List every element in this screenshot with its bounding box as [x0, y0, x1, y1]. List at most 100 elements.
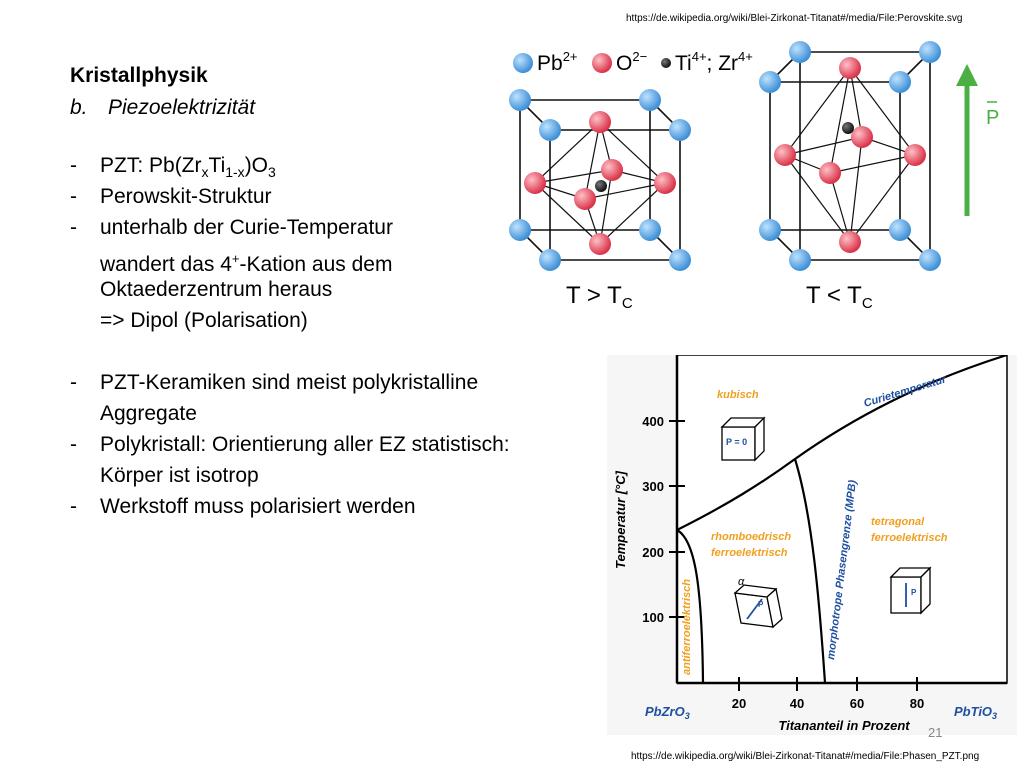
bullet-dash: -: [70, 433, 77, 456]
antiferro-label: antiferroelektrisch: [681, 579, 693, 675]
o-ion: [601, 159, 623, 181]
bullet-dash: -: [70, 185, 77, 208]
slide-title: Kristallphysik: [70, 64, 208, 87]
x-tick-label: 80: [910, 696, 924, 711]
pb-ion: [509, 89, 531, 111]
y-axis-label: Temperatur [°C]: [613, 470, 628, 569]
x-ticks: [738, 677, 918, 691]
tetra-label-1: tetragonal: [871, 516, 925, 528]
plot-area: [676, 355, 1008, 684]
o-ion: [839, 231, 861, 253]
o-ion: [589, 233, 611, 255]
polarization-arrow-icon: [956, 64, 978, 216]
x-tick-label: 60: [850, 696, 864, 711]
o-ion-legend-icon: [592, 53, 612, 73]
pb-ion: [539, 119, 561, 141]
antiferro-boundary: [676, 529, 705, 684]
cubic-label: kubisch: [717, 389, 759, 401]
bullet-curie-line1: unterhalb der Curie-Temperatur: [100, 216, 393, 239]
y-tick-label: 300: [642, 479, 664, 494]
slide-subtitle-number: b.: [70, 96, 88, 119]
tetra-p-label: P: [911, 588, 917, 597]
bullet-dash: -: [70, 154, 77, 177]
bullet-perowskit-text: Perowskit-Struktur: [100, 185, 272, 208]
pb-ion: [639, 89, 661, 111]
rhombo-polarization-arrow-icon: [746, 598, 763, 620]
y-ticks: [669, 420, 685, 618]
slide-subtitle: Piezoelektrizität: [108, 96, 256, 119]
source-url-top[interactable]: https://de.wikipedia.org/wiki/Blei-Zirko…: [626, 13, 963, 24]
perovskite-legend: Pb2+ O2− Ti4+; Zr4+: [513, 49, 753, 75]
o-ion: [839, 57, 861, 79]
y-tick-label: 400: [642, 414, 664, 429]
pb-ion: [759, 71, 781, 93]
o-ion: [819, 162, 841, 184]
x-tick-label: 20: [732, 696, 746, 711]
bullet-poly-line2: Körper ist isotrop: [100, 464, 259, 487]
perovskite-figure: Pb2+ O2− Ti4+; Zr4+ T > TC: [509, 41, 999, 312]
pb-ion: [919, 249, 941, 271]
ti-ion: [842, 122, 854, 134]
page-number: 21: [928, 725, 943, 740]
curie-temperature-line: [676, 355, 1008, 531]
ti-ion: [595, 180, 607, 192]
x-tick-label: 40: [790, 696, 804, 711]
alpha-label: α: [738, 576, 745, 588]
o-ion: [574, 188, 596, 210]
bullet-keramik-line1: PZT-Keramiken sind meist polykristalline: [100, 371, 479, 394]
pb-ion: [889, 219, 911, 241]
y-tick-label: 100: [642, 610, 664, 625]
o-ion: [589, 111, 611, 133]
bullet-werkstoff-text: Werkstoff muss polarisiert werden: [100, 495, 416, 518]
polarization-vector-label: P: [986, 107, 999, 129]
source-url-bottom[interactable]: https://de.wikipedia.org/wiki/Blei-Zirko…: [631, 751, 980, 762]
cubic-cell-icon: [720, 416, 766, 462]
legend-o: O2−: [616, 49, 647, 75]
legend-ti-zr: Ti4+; Zr4+: [675, 49, 753, 75]
pb-ion: [789, 249, 811, 271]
label-above-tc: T > TC: [566, 282, 633, 312]
pzt-formula: PZT: Pb(ZrxTi1-x)O3: [100, 154, 276, 181]
legend-pb: Pb2+: [537, 49, 578, 75]
bullet-keramik-line2: Aggregate: [100, 402, 197, 425]
end-member-pbtio3: PbTiO3: [954, 704, 997, 721]
bullet-curie-line4: => Dipol (Polarisation): [100, 309, 308, 332]
pb-ion: [539, 249, 561, 271]
bullet-dash: -: [70, 371, 77, 394]
bullet-list: - PZT: Pb(ZrxTi1-x)O3 - Perowskit-Strukt…: [70, 150, 590, 530]
o-ion: [851, 126, 873, 148]
bullet-poly-line1: Polykristall: Orientierung aller EZ stat…: [100, 433, 510, 456]
bullet-curie-line3: Oktaederzentrum heraus: [100, 278, 333, 301]
end-member-pbzro3: PbZrO3: [645, 704, 690, 721]
o-ion: [654, 172, 676, 194]
rhombo-label-1: rhomboedrisch: [711, 531, 791, 543]
rhombohedral-cell-icon: [733, 584, 783, 629]
pb-ion: [759, 219, 781, 241]
pb-ion: [919, 41, 941, 63]
pb-ion: [889, 71, 911, 93]
pb-ion: [669, 119, 691, 141]
bullet-dash: -: [70, 216, 77, 239]
tetragonal-cell-ions: [759, 41, 941, 271]
bullet-curie-line2: wandert das 4+-Kation aus dem: [100, 251, 393, 276]
o-ion: [524, 172, 546, 194]
o-ion: [904, 144, 926, 166]
p-zero-label: P = 0: [726, 437, 747, 447]
y-tick-label: 200: [642, 545, 664, 560]
rhombo-p-label: P: [758, 600, 764, 609]
label-below-tc: T < TC: [806, 282, 873, 312]
tetra-label-2: ferroelektrisch: [871, 532, 948, 544]
mpb-line: [793, 458, 827, 684]
pb-ion: [669, 249, 691, 271]
pb-ion: [789, 41, 811, 63]
cubic-cell-ions: [509, 89, 691, 271]
rhombo-label-2: ferroelektrisch: [711, 547, 788, 559]
pb-ion-legend-icon: [513, 53, 533, 73]
bullet-dash: -: [70, 495, 77, 518]
ti-ion-legend-icon: [661, 58, 671, 68]
pb-ion: [509, 219, 531, 241]
pzt-phase-diagram: 400 300 200 100 20 40 60 80 Temperatur […: [607, 355, 1017, 735]
pb-ion: [639, 219, 661, 241]
o-ion: [774, 144, 796, 166]
x-axis-label: Titananteil in Prozent: [778, 718, 910, 733]
